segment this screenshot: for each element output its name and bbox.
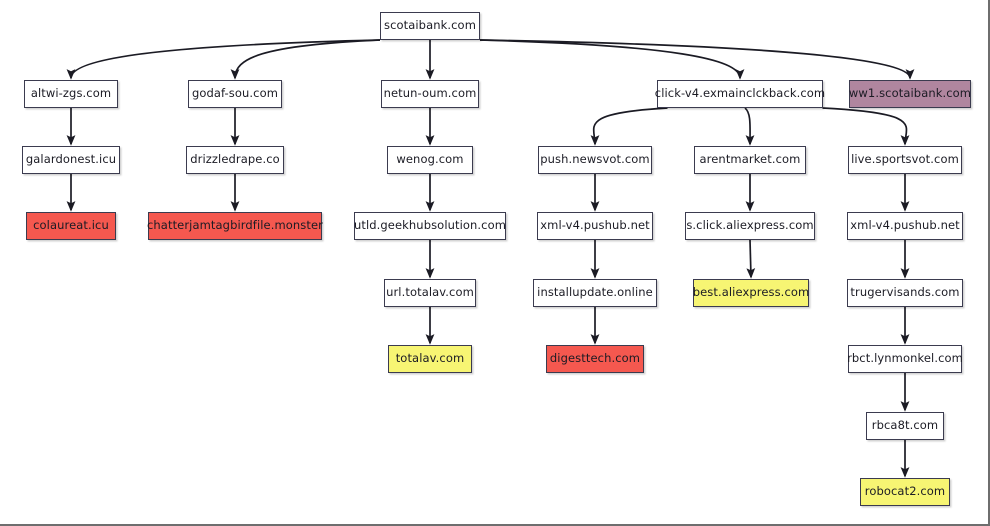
node-label: utld.geekhubsolution.com — [353, 218, 507, 233]
graph-node-altwi[interactable]: altwi-zgs.com — [24, 80, 118, 108]
node-label: scotaibank.com — [383, 18, 476, 33]
graph-node-drizzle[interactable]: drizzledrape.co — [186, 146, 284, 174]
edge-sclick-to-best — [746, 239, 756, 279]
node-label: url.totalav.com — [386, 285, 474, 300]
node-label: arentmarket.com — [699, 152, 801, 167]
node-label: rbct.lynmonkel.com — [847, 351, 963, 366]
node-label: xml-v4.pushub.net — [850, 218, 960, 233]
node-label: trugervisands.com — [850, 285, 960, 300]
node-label: xml-v4.pushub.net — [540, 218, 650, 233]
graph-node-click[interactable]: click-v4.exmainclckback.com — [654, 80, 826, 108]
node-label: live.sportsvot.com — [851, 152, 959, 167]
edge-click-to-live — [822, 107, 910, 146]
graph-node-galar[interactable]: galardonest.icu — [22, 146, 120, 174]
graph-node-colaureat[interactable]: colaureat.icu — [26, 212, 116, 240]
node-label: wenog.com — [396, 152, 464, 167]
node-label: installupdate.online — [537, 285, 653, 300]
node-label: push.newsvot.com — [540, 152, 650, 167]
node-label: click-v4.exmainclckback.com — [654, 86, 826, 101]
graph-node-digest[interactable]: digesttech.com — [546, 345, 644, 373]
graph-node-xml1[interactable]: xml-v4.pushub.net — [537, 212, 653, 240]
graph-node-push[interactable]: push.newsvot.com — [538, 146, 652, 174]
node-label: totalav.com — [395, 351, 465, 366]
graph-node-root[interactable]: scotaibank.com — [380, 12, 480, 40]
graph-node-install[interactable]: installupdate.online — [533, 279, 657, 307]
node-label: altwi-zgs.com — [30, 86, 112, 101]
node-label: best.aliexpress.com — [692, 285, 810, 300]
edge-root-to-altwi — [66, 39, 381, 80]
node-label: robocat2.com — [864, 484, 946, 499]
node-label: netun-oum.com — [383, 86, 477, 101]
node-label: galardonest.icu — [25, 152, 117, 167]
edge-root-to-click — [479, 39, 745, 80]
graph-node-rbct[interactable]: rbct.lynmonkel.com — [847, 345, 963, 373]
graph-node-chatter[interactable]: chatterjamtagbirdfile.monster — [147, 212, 324, 240]
graph-node-xml2[interactable]: xml-v4.pushub.net — [847, 212, 963, 240]
node-label: colaureat.icu — [33, 218, 109, 233]
node-label: s.click.aliexpress.com — [686, 218, 814, 233]
graph-node-utld[interactable]: utld.geekhubsolution.com — [354, 212, 506, 240]
edge-click-to-arent — [744, 107, 755, 146]
graph-node-wenog[interactable]: wenog.com — [387, 146, 473, 174]
graph-node-best[interactable]: best.aliexpress.com — [693, 279, 809, 307]
graph-node-sclick[interactable]: s.click.aliexpress.com — [685, 212, 815, 240]
node-label: rbca8t.com — [871, 418, 939, 433]
node-label: drizzledrape.co — [190, 152, 280, 167]
graph-node-truger[interactable]: trugervisands.com — [847, 279, 963, 307]
edge-click-to-push — [590, 107, 668, 146]
graph-node-urltotal[interactable]: url.totalav.com — [384, 279, 476, 307]
node-label: ww1.scotaibank.com — [848, 86, 972, 101]
graph-node-ww1[interactable]: ww1.scotaibank.com — [849, 80, 971, 108]
node-label: chatterjamtagbirdfile.monster — [147, 218, 324, 233]
graph-node-totalav[interactable]: totalav.com — [388, 345, 472, 373]
graph-node-robocat[interactable]: robocat2.com — [860, 478, 950, 506]
node-label: digesttech.com — [549, 351, 641, 366]
node-label: godaf-sou.com — [191, 86, 279, 101]
graph-node-netun[interactable]: netun-oum.com — [381, 80, 479, 108]
graph-node-arent[interactable]: arentmarket.com — [694, 146, 806, 174]
edge-root-to-ww1 — [479, 39, 915, 80]
edge-root-to-godaf — [230, 39, 381, 80]
graph-node-live[interactable]: live.sportsvot.com — [848, 146, 962, 174]
graph-node-godaf[interactable]: godaf-sou.com — [188, 80, 282, 108]
graph-node-rbca8t[interactable]: rbca8t.com — [866, 412, 944, 440]
